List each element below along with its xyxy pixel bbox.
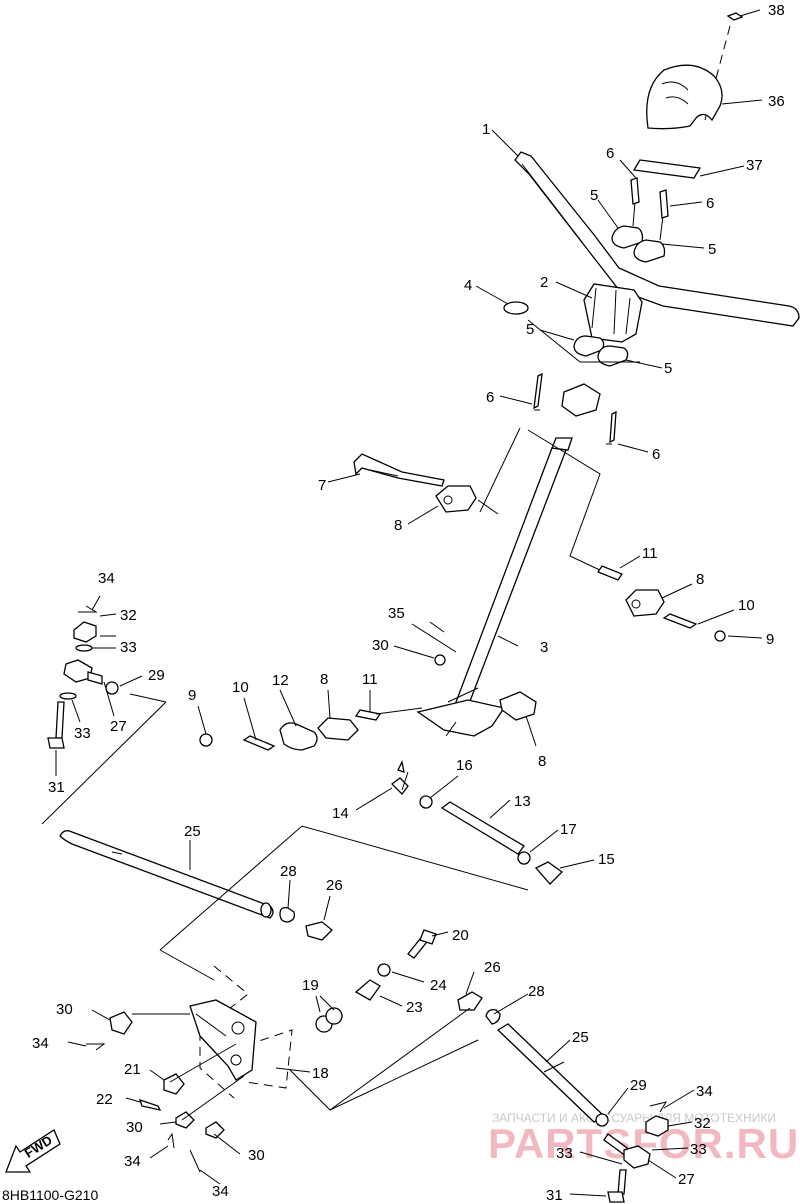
callout-6-a: 6 — [606, 145, 614, 162]
callout-17: 17 — [560, 821, 577, 838]
leader-lines-top — [475, 9, 763, 453]
callout-30-b: 30 — [56, 1001, 73, 1018]
callout-34-d: 34 — [212, 1183, 229, 1200]
callout-11-b: 11 — [362, 671, 378, 688]
callout-20: 20 — [452, 927, 469, 944]
lower-clamp-right — [597, 345, 629, 367]
cotter-pin-35 — [411, 623, 457, 653]
callout-36: 36 — [768, 93, 785, 110]
callout-38: 38 — [768, 2, 785, 19]
callout-30-d: 30 — [248, 1147, 265, 1164]
callout-22: 22 — [96, 1091, 113, 1108]
callout-5-c: 5 — [526, 321, 534, 338]
callout-10-b: 10 — [232, 679, 249, 696]
callout-27-a: 27 — [110, 718, 127, 735]
steering-head — [583, 283, 643, 343]
callout-numbers: 38 36 37 1 6 6 5 5 2 4 5 5 6 6 7 8 11 8 … — [32, 2, 785, 1204]
fwd-arrow-icon: FWD — [5, 1129, 61, 1173]
watermark-line1: ЗАПЧАСТИ И АКСЕССУАРЫ ДЛЯ МОТОТЕХНИКИ — [492, 1111, 776, 1125]
handlebar-cover-group — [632, 12, 744, 179]
diagram-code: 8HB1100-G210 — [2, 1187, 98, 1203]
callout-33-a: 33 — [120, 639, 137, 656]
callout-6-b: 6 — [706, 195, 714, 212]
callout-29-b: 29 — [630, 1077, 647, 1094]
callout-28-b: 28 — [528, 983, 545, 1000]
left-tie-rod-end — [47, 595, 143, 776]
tie-rod-left — [41, 693, 274, 919]
lower-clamp-left — [573, 335, 605, 357]
left-ball-joint — [279, 879, 333, 941]
callout-12: 12 — [272, 672, 289, 689]
left-link-assembly — [197, 689, 537, 751]
callout-31-b: 31 — [546, 1187, 563, 1204]
callout-5-b: 5 — [708, 241, 716, 258]
callout-33-c: 33 — [690, 1141, 707, 1158]
column-top-bracket — [561, 383, 601, 417]
callout-14: 14 — [332, 805, 349, 822]
callout-8-b: 8 — [696, 571, 704, 588]
tie-rod-upper — [327, 453, 499, 525]
rubber-cap — [503, 301, 529, 315]
pitman-arm-hardware — [315, 929, 449, 1033]
callout-5-d: 5 — [664, 360, 672, 377]
callout-33-b: 33 — [74, 725, 91, 742]
callout-18: 18 — [312, 1065, 329, 1082]
callout-3: 3 — [540, 639, 548, 656]
callout-35: 35 — [388, 605, 405, 622]
callout-28-a: 28 — [280, 863, 297, 880]
callout-32-a: 32 — [120, 607, 137, 624]
callout-32-b: 32 — [694, 1115, 711, 1132]
callout-19: 19 — [302, 977, 319, 994]
callout-25-a: 25 — [184, 823, 201, 840]
callout-30-a: 30 — [372, 637, 389, 654]
callout-13: 13 — [514, 793, 531, 810]
callout-2: 2 — [540, 274, 548, 291]
callout-6-d: 6 — [652, 446, 660, 463]
callout-15: 15 — [598, 851, 615, 868]
pitman-arm — [67, 999, 311, 1185]
right-link-assembly — [597, 555, 763, 642]
callout-11-a: 11 — [642, 545, 658, 562]
callout-9-a: 9 — [766, 631, 774, 648]
callout-1: 1 — [482, 121, 490, 138]
callout-29-a: 29 — [148, 667, 165, 684]
callout-23: 23 — [406, 999, 423, 1016]
tie-rod-middle — [355, 760, 595, 885]
callout-37: 37 — [746, 157, 763, 174]
callout-27-b: 27 — [678, 1171, 695, 1188]
callout-33-d: 33 — [556, 1145, 573, 1162]
assembly-outline — [159, 825, 529, 1111]
callout-34-e: 34 — [696, 1083, 713, 1100]
callout-21: 21 — [124, 1061, 141, 1078]
callout-34-c: 34 — [124, 1153, 141, 1170]
handlebar — [514, 151, 800, 327]
callout-4: 4 — [464, 277, 472, 294]
upper-clamps — [611, 177, 669, 263]
callout-9-b: 9 — [188, 687, 196, 704]
callout-26-b: 26 — [484, 959, 501, 976]
callout-8-a: 8 — [394, 517, 402, 534]
callout-7: 7 — [318, 477, 326, 494]
callout-26-a: 26 — [326, 877, 343, 894]
tie-rod-right — [329, 971, 695, 1203]
callout-34-b: 34 — [32, 1035, 49, 1052]
steering-column — [416, 437, 573, 737]
callout-25-b: 25 — [572, 1029, 589, 1046]
callout-8-c: 8 — [320, 671, 328, 688]
callout-30-c: 30 — [126, 1119, 143, 1136]
callout-6-c: 6 — [486, 389, 494, 406]
callout-34-a: 34 — [98, 570, 115, 587]
callout-16: 16 — [456, 757, 473, 774]
callout-10-a: 10 — [738, 597, 755, 614]
callout-5-a: 5 — [590, 187, 598, 204]
callout-24: 24 — [430, 977, 447, 994]
callout-31-a: 31 — [48, 779, 65, 796]
callout-8-d: 8 — [538, 753, 546, 770]
